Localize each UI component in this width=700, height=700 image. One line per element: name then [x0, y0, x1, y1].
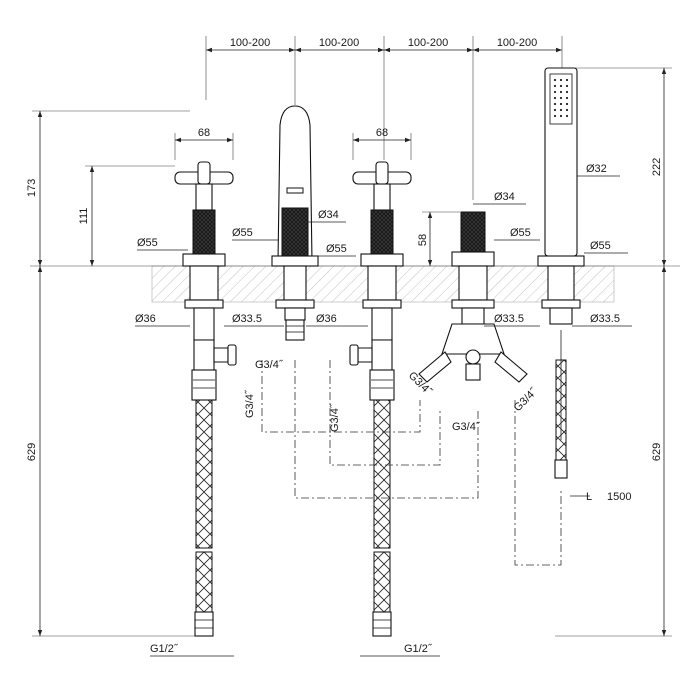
connection-lines [261, 360, 562, 566]
diverter: 58 [417, 211, 528, 383]
braided-hose-icon [373, 399, 391, 549]
hose-length-value: 1500 [607, 491, 631, 503]
diameter-spout-2: Ø34 [318, 209, 339, 221]
height-111-label: 111 [78, 208, 90, 225]
diameter-right-lower: Ø36 [316, 313, 337, 325]
spacing-label-2: 100-200 [319, 37, 359, 49]
right-valve: 68 [349, 127, 412, 637]
knurled-grip-icon [460, 211, 486, 253]
thread-diverter-right: G3/4˝ [512, 385, 541, 414]
braided-hose-icon [195, 399, 213, 549]
knurled-grip-icon [192, 209, 216, 255]
thread-left-vertical: G3/4˝ [244, 389, 256, 418]
diameter-spout-1: Ø55 [232, 227, 253, 239]
diameter-diverter-2: Ø55 [510, 227, 531, 239]
height-222-label: 222 [651, 158, 663, 176]
diameter-shower-lower: Ø33.5 [590, 313, 620, 325]
diameter-left-lower: Ø36 [135, 313, 156, 325]
knurled-grip-icon [281, 207, 309, 259]
left-height-dimensions: 173 629 111 [26, 110, 200, 637]
diameter-diverter-lower: Ø33.5 [494, 313, 524, 325]
diameter-spout-3: Ø55 [326, 243, 347, 255]
right-height-dimensions: 222 629 [555, 67, 672, 637]
left-valve: 68 [174, 127, 237, 637]
spacing-label-4: 100-200 [497, 37, 537, 49]
diameter-labels: Ø55 Ø55 Ø34 Ø55 Ø34 Ø55 Ø32 Ø55 Ø36 Ø33.… [135, 163, 632, 327]
spout [271, 105, 319, 341]
height-173-label: 173 [26, 179, 38, 197]
hand-shower [537, 67, 585, 479]
spacing-dimension-chain: 100-200 100-200 100-200 100-200 [205, 36, 563, 200]
diameter-shower-base: Ø55 [590, 240, 611, 252]
diameter-diverter-1: Ø34 [494, 191, 515, 203]
height-58-label: 58 [417, 234, 429, 246]
thread-diverter-bottom: G3/4˝ [452, 421, 481, 433]
height-629-right-label: 629 [651, 443, 663, 461]
hose-length: L 1500 [570, 491, 631, 503]
thread-right-vertical: G3/4˝ [329, 403, 341, 432]
thread-inlet-left: G1/2˝ [150, 643, 179, 655]
spacing-label-3: 100-200 [408, 37, 448, 49]
hose-length-symbol: L [586, 491, 592, 503]
height-629-left-label: 629 [26, 443, 38, 461]
diameter-shower-handle: Ø32 [586, 163, 607, 175]
shower-hose-icon [555, 359, 567, 461]
spacing-label-1: 100-200 [230, 37, 270, 49]
knurled-grip-icon [370, 209, 394, 255]
diameter-left-top: Ø55 [137, 237, 158, 249]
thread-inlet-right: G1/2˝ [404, 643, 433, 655]
handle-width-1-label: 68 [198, 127, 210, 139]
diameter-spout-lower: Ø33.5 [232, 313, 262, 325]
handle-width-2-label: 68 [376, 127, 388, 139]
thread-spout-outlet: G3/4˝ [255, 359, 284, 371]
